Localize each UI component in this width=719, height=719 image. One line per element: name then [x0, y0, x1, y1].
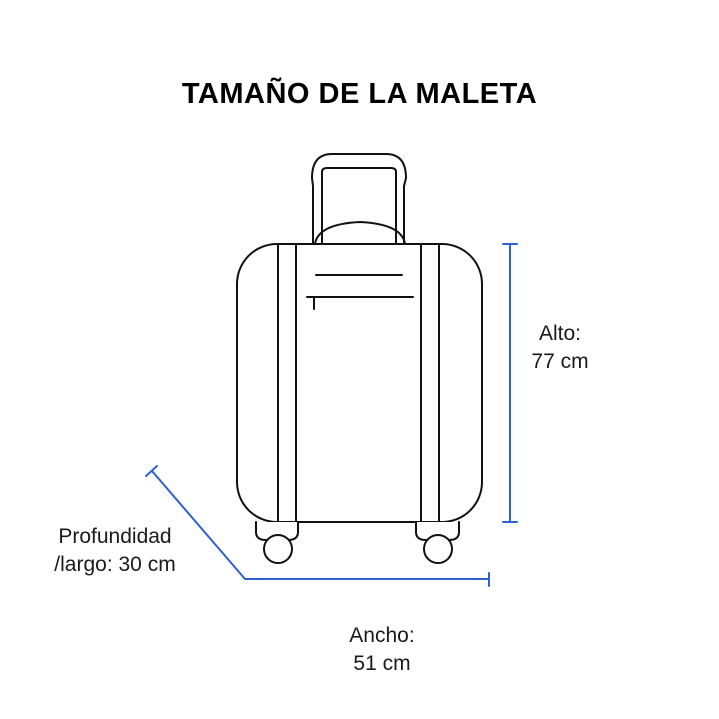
- suitcase-handle: [311, 153, 407, 245]
- height-label-name: Alto:: [538, 322, 582, 345]
- width-label-value: 51 cm: [353, 652, 411, 675]
- depth-dimension-line: [151, 470, 246, 580]
- diagram-title: TAMAÑO DE LA MALETA: [181, 78, 538, 110]
- suitcase-body: [236, 243, 483, 523]
- depth-tick-top: [145, 465, 158, 477]
- depth-label-value: /largo: 30 cm: [54, 553, 176, 576]
- width-label: Ancho: 51 cm: [320, 622, 444, 678]
- wheel-left: [263, 534, 293, 564]
- depth-label-name: Profundidad: [58, 525, 172, 548]
- suitcase-handle-inner: [321, 167, 397, 245]
- height-label: Alto: 77 cm: [515, 320, 605, 376]
- wheel-right: [423, 534, 453, 564]
- suitcase-icon: [236, 153, 483, 564]
- height-label-value: 77 cm: [531, 350, 589, 373]
- suitcase-handle-cap: [314, 221, 406, 245]
- depth-label: Profundidad /largo: 30 cm: [30, 523, 200, 579]
- dimension-lines: [145, 243, 518, 587]
- width-label-name: Ancho:: [349, 624, 415, 647]
